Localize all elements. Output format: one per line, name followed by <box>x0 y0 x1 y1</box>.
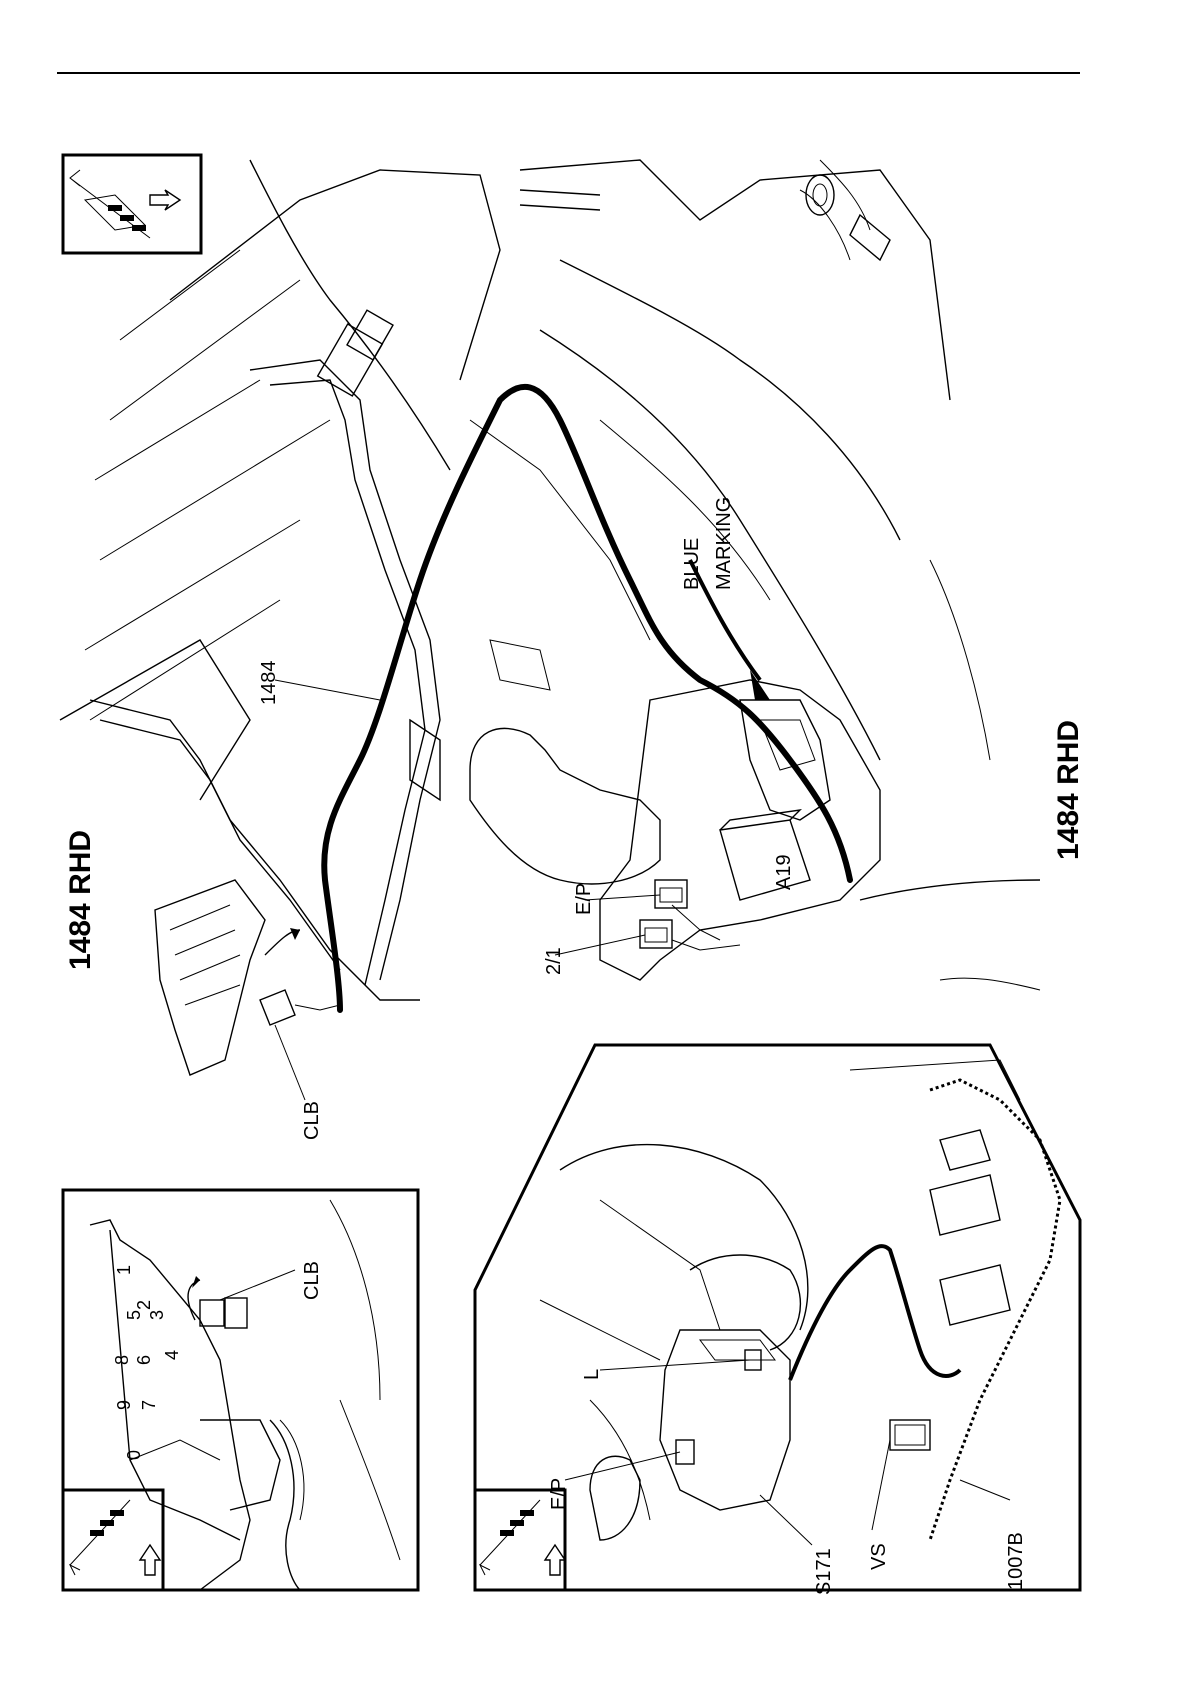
label-ep-main: E/P <box>573 883 595 915</box>
label-marking: MARKING <box>713 497 735 590</box>
a19-module: A19 <box>720 810 810 900</box>
clb-connector-main <box>260 928 340 1025</box>
label-vs: VS <box>868 1543 890 1570</box>
svg-text:1: 1 <box>114 1265 134 1275</box>
label-ep-inset: E/P <box>548 1478 570 1510</box>
main-view: A19 1484 E/P <box>60 155 1085 1140</box>
svg-text:2: 2 <box>134 1300 154 1310</box>
label-clb-inset: CLB <box>301 1261 323 1300</box>
svg-text:3: 3 <box>147 1310 167 1320</box>
label-s171: S171 <box>813 1548 835 1595</box>
orientation-icon-main <box>63 155 201 253</box>
inset-left: CLB 0 9 8 5 7 6 2 4 3 1 <box>63 1190 418 1590</box>
label-1484: 1484 <box>258 661 280 706</box>
label-21-main: 2/1 <box>543 947 565 975</box>
a19-label: A19 <box>773 854 795 890</box>
label-blue: BLUE <box>681 538 703 590</box>
svg-text:7: 7 <box>139 1400 159 1410</box>
orientation-icon-inset-left <box>63 1490 163 1590</box>
title-1484-rhd-right: 1484 RHD <box>1052 720 1085 860</box>
ep-connector-main <box>655 880 687 908</box>
svg-text:0: 0 <box>124 1450 144 1460</box>
label-1007b: 1007B <box>1005 1532 1027 1590</box>
svg-text:6: 6 <box>134 1355 154 1365</box>
label-clb-main: CLB <box>301 1101 323 1140</box>
title-1484-rhd: 1484 RHD <box>64 830 97 970</box>
label-l: L <box>581 1369 603 1380</box>
fuse-box-main <box>155 880 265 1075</box>
svg-text:9: 9 <box>114 1400 134 1410</box>
svg-text:5: 5 <box>124 1310 144 1320</box>
svg-text:4: 4 <box>162 1350 182 1360</box>
connector-21-main <box>640 920 672 948</box>
inset-bottom: E/P L S171 VS 1007B <box>475 1045 1080 1595</box>
svg-text:8: 8 <box>112 1355 132 1365</box>
